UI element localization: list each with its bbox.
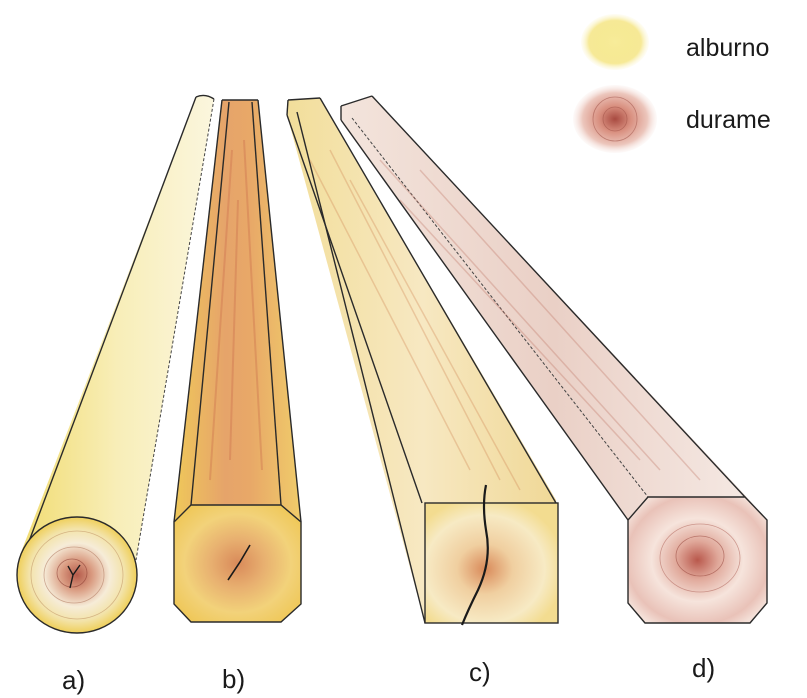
figure-label-b: b): [222, 664, 245, 694]
heartwood-swatch: [573, 85, 657, 153]
figure-label-c: c): [469, 657, 491, 687]
sapwood-swatch: [581, 14, 649, 70]
legend-label-sapwood: alburno: [686, 34, 769, 62]
hewn-beam-cross-section: [174, 505, 301, 622]
legend-item-heartwood: durame: [573, 85, 771, 153]
round-log-cross-section: [17, 517, 137, 633]
legend-label-heartwood: durame: [686, 106, 771, 134]
legend: alburno durame: [573, 14, 771, 153]
figure-label-d: d): [692, 653, 715, 683]
chamfered-beam-cross-section: [628, 497, 767, 623]
figure-label-a: a): [62, 665, 85, 695]
square-beam-cross-section: [425, 503, 558, 623]
legend-item-sapwood: alburno: [581, 14, 769, 70]
